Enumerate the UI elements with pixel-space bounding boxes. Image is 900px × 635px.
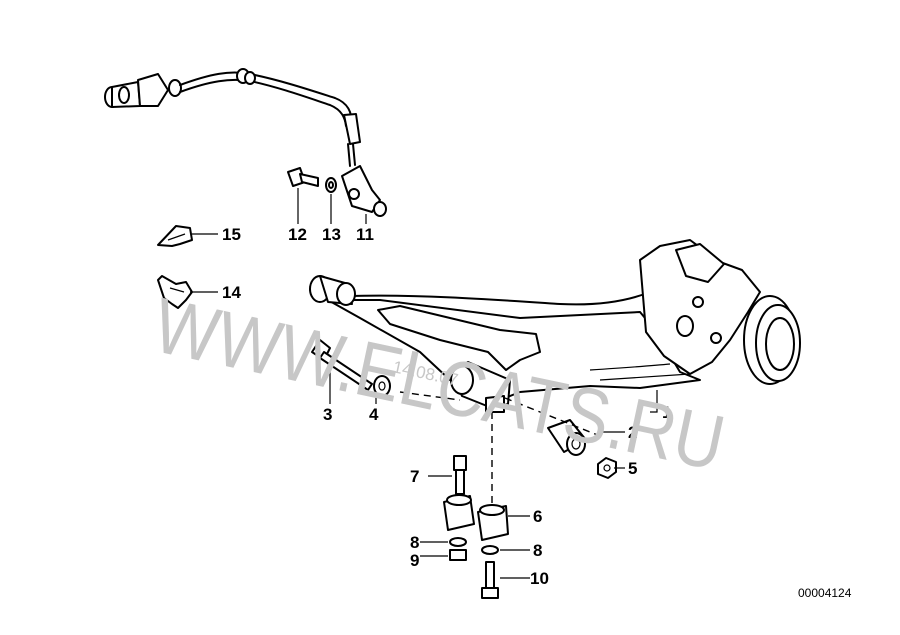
callout-15: 15 [222,225,241,244]
callout-14: 14 [222,283,241,302]
washer-8-right [481,545,499,555]
diagram-code: 00004124 [798,586,852,600]
bolt-10 [481,561,499,599]
washer-8-left [449,537,467,547]
rubber-mount-6-right [477,504,509,541]
callout-7: 7 [410,467,419,486]
nut-5 [597,457,617,479]
callout-5: 5 [628,459,637,478]
callout-11: 11 [356,225,374,244]
callout-8-right: 8 [533,541,542,560]
leader-lines [190,188,658,579]
trailing-arm [309,239,801,413]
clip-15 [157,225,193,247]
callout-9: 9 [410,551,419,570]
callout-4: 4 [369,405,379,424]
bushing-4 [373,375,391,397]
callout-13: 13 [322,225,341,244]
bolt-12 [287,167,319,187]
washer-13 [325,177,337,193]
rubber-mount-6-left [443,494,475,531]
callout-10: 10 [530,569,549,588]
nut-9 [449,549,467,561]
sensor-cable-assembly [104,68,361,167]
bushing-2 [547,419,587,456]
bolt-3 [311,339,373,391]
clip-14 [157,275,193,309]
bolt-7 [453,455,467,495]
callout-1: 1 [662,403,671,422]
callout-3: 3 [323,405,332,424]
sensor [341,165,387,217]
callout-6: 6 [533,507,542,526]
callout-12: 12 [288,225,307,244]
assembly-line-4 [399,391,461,401]
callout-8-left: 8 [410,533,419,552]
callout-2: 2 [628,423,637,442]
assembly-line-2 [504,397,601,437]
